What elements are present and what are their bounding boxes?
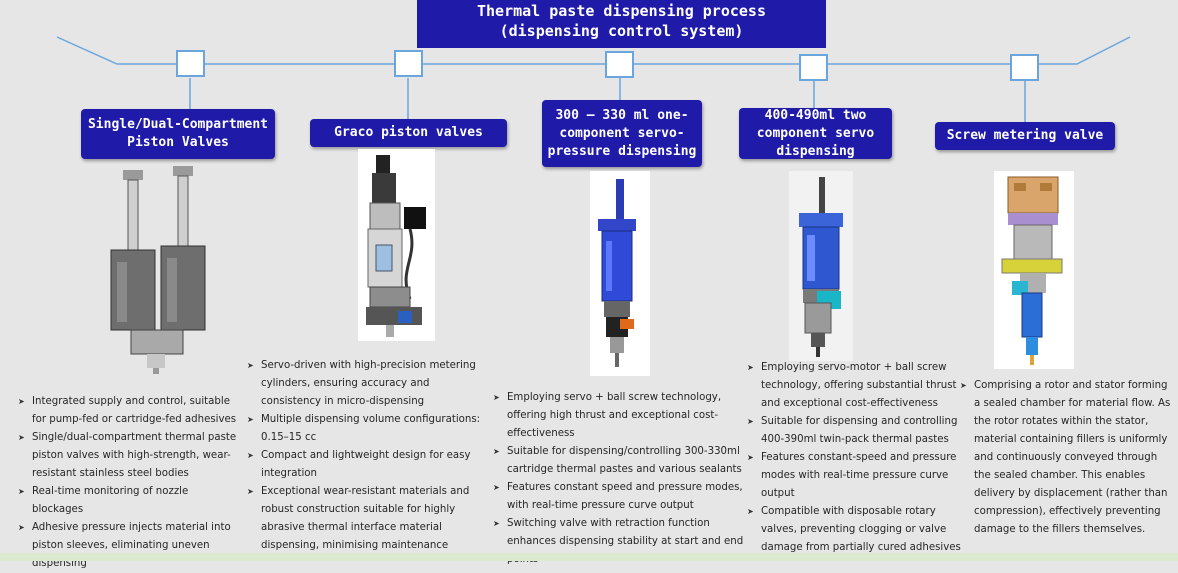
bullet-item: Compact and lightweight design for easy … — [247, 447, 492, 483]
bullets-graco-piston-valves: Servo-driven with high-precision meterin… — [247, 357, 492, 555]
node-box-2 — [394, 50, 423, 77]
bullets-dual-piston-valves: Integrated supply and control, suitable … — [18, 393, 240, 573]
bullet-item: Integrated supply and control, suitable … — [18, 393, 240, 429]
dual-piston-valve-icon — [103, 162, 211, 374]
bullet-item: Compatible with disposable rotary valves… — [747, 503, 963, 557]
bullets-servo-pressure-dispensing: Employing servo + ball screw technology,… — [493, 389, 751, 569]
node-box-1 — [176, 50, 205, 77]
title-line-2: (dispensing control system) — [499, 22, 744, 40]
connector-lines — [56, 36, 1131, 122]
label-dual-piston-valves: Single/Dual-Compartment Piston Valves — [81, 109, 275, 159]
process-diagram: Thermal paste dispensing process (dispen… — [0, 0, 1178, 561]
title-banner: Thermal paste dispensing process (dispen… — [417, 0, 826, 48]
bullet-item: Comprising a rotor and stator forming a … — [960, 377, 1172, 539]
bullet-item: Adhesive pressure injects material into … — [18, 519, 240, 573]
label-servo-pressure-dispensing: 300 – 330 ml one-component servo-pressur… — [542, 100, 702, 167]
bullet-item: Servo-driven with high-precision meterin… — [247, 357, 492, 411]
label-screw-metering-valve: Screw metering valve — [935, 122, 1115, 150]
bullets-screw-metering-valve: Comprising a rotor and stator forming a … — [960, 377, 1172, 539]
bullet-item: Employing servo-motor + ball screw techn… — [747, 359, 963, 413]
bullet-item: Exceptional wear-resistant materials and… — [247, 483, 492, 555]
bullets-two-component-dispensing: Employing servo-motor + ball screw techn… — [747, 359, 963, 557]
bullet-item: Features constant-speed and pressure mod… — [747, 449, 963, 503]
two-component-dispenser-icon — [789, 171, 853, 361]
bullet-item: Real-time monitoring of nozzle blockages — [18, 483, 240, 519]
bullet-item: Suitable for dispensing/controlling 300-… — [493, 443, 751, 479]
bottom-strip — [0, 553, 1178, 561]
node-box-3 — [605, 51, 634, 78]
label-graco-piston-valves: Graco piston valves — [310, 119, 507, 147]
bullet-item: Features constant speed and pressure mod… — [493, 479, 751, 515]
node-box-5 — [1010, 54, 1039, 81]
graco-piston-valve-icon — [358, 149, 435, 341]
label-two-component-dispensing: 400-490ml two component servo dispensing — [739, 108, 892, 159]
bullet-item: Suitable for dispensing and controlling … — [747, 413, 963, 449]
servo-pressure-dispenser-icon — [590, 171, 650, 376]
screw-metering-valve-icon — [994, 171, 1074, 369]
bullet-item: Single/dual-compartment thermal paste pi… — [18, 429, 240, 483]
bullet-item: Employing servo + ball screw technology,… — [493, 389, 751, 443]
node-box-4 — [799, 54, 828, 81]
title-line-1: Thermal paste dispensing process — [477, 2, 766, 20]
bullet-item: Multiple dispensing volume configuration… — [247, 411, 492, 447]
